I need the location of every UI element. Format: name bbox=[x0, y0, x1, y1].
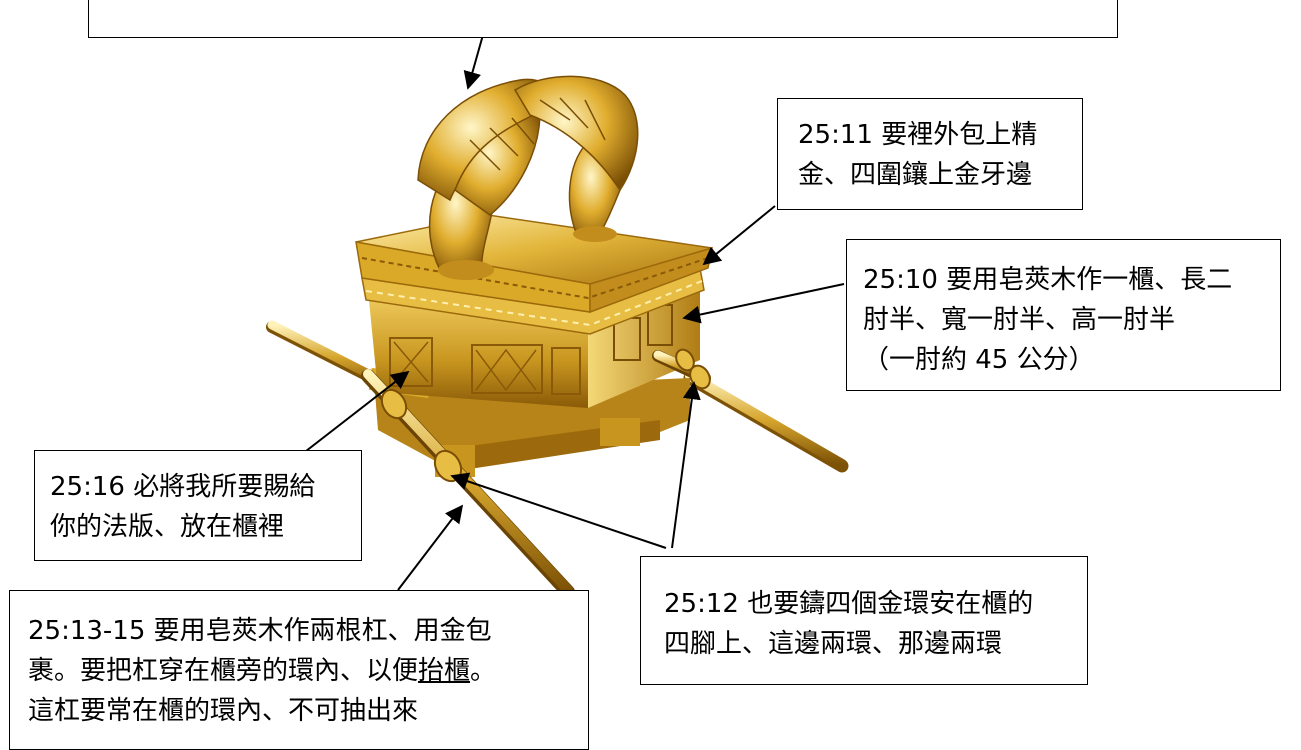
callout-25-16-line-1: 25:16 必將我所要賜給 bbox=[50, 472, 316, 502]
callout-25-13-15-line-2-end: 。 bbox=[470, 656, 497, 686]
callout-25-13-15: 25:13-15 要用皂莢木作兩根杠、用金包 裹。要把杠穿在櫃旁的環內、以便抬櫃… bbox=[9, 590, 589, 750]
arrow-2511 bbox=[702, 205, 776, 266]
callout-25-10-line-2: 肘半、寬一肘半、高一肘半 bbox=[863, 305, 1176, 335]
callout-25-13-15-line-3: 這杠要常在櫃的環內、不可抽出來 bbox=[28, 696, 419, 726]
callout-25-16: 25:16 必將我所要賜給 你的法版、放在櫃裡 bbox=[34, 450, 362, 561]
callout-top-cutoff bbox=[88, 0, 1118, 38]
callout-25-12-line-1: 25:12 也要鑄四個金環安在櫃的 bbox=[664, 589, 1034, 619]
callout-25-11-line-1: 25:11 要裡外包上精 bbox=[798, 120, 1038, 150]
arrow-2512-left bbox=[450, 472, 667, 549]
arrow-2512-right bbox=[671, 381, 701, 549]
underlined-carry-ark: 抬櫃 bbox=[418, 656, 471, 686]
callout-25-12-line-2: 四腳上、這邊兩環、那邊兩環 bbox=[664, 629, 1003, 659]
callout-25-13-15-line-2: 裹。要把杠穿在櫃旁的環內、以便抬櫃。 bbox=[28, 651, 588, 691]
arrow-2513 bbox=[397, 504, 464, 591]
back-pole-right bbox=[683, 371, 849, 473]
callout-25-12: 25:12 也要鑄四個金環安在櫃的 四腳上、這邊兩環、那邊兩環 bbox=[640, 556, 1088, 685]
callout-25-16-line-2: 你的法版、放在櫃裡 bbox=[50, 512, 285, 542]
callout-25-11-line-2: 金、四圍鑲上金牙邊 bbox=[798, 160, 1033, 190]
callout-25-10: 25:10 要用皂莢木作一櫃、長二 肘半、寬一肘半、高一肘半 （一肘約 45 公… bbox=[846, 239, 1281, 391]
callout-25-10-line-3: （一肘約 45 公分） bbox=[863, 345, 1095, 375]
callout-25-13-15-line-1: 25:13-15 要用皂莢木作兩根杠、用金包 bbox=[28, 616, 492, 646]
callout-25-13-15-line-2-text: 裹。要把杠穿在櫃旁的環內、以便 bbox=[28, 656, 419, 686]
callout-25-10-line-1: 25:10 要用皂莢木作一櫃、長二 bbox=[863, 265, 1233, 295]
callout-25-11: 25:11 要裡外包上精 金、四圍鑲上金牙邊 bbox=[777, 98, 1083, 210]
ark-rings bbox=[380, 348, 711, 483]
cherubim bbox=[417, 75, 639, 280]
arrow-2510 bbox=[682, 283, 845, 324]
ark-body bbox=[355, 214, 713, 408]
